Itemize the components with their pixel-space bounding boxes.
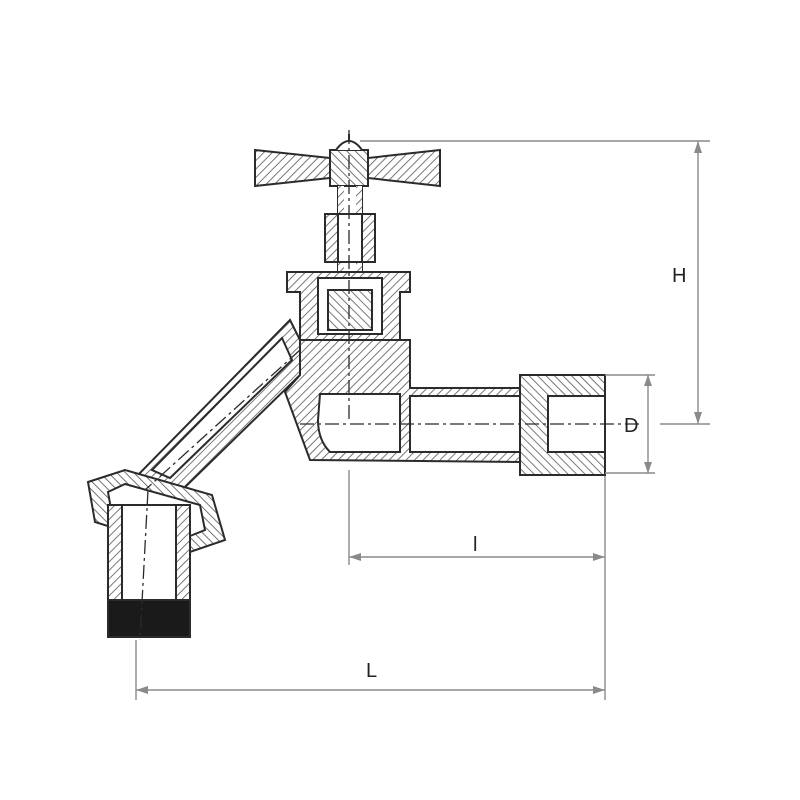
- dimension-lines: [135, 140, 710, 700]
- gland-nut: [324, 213, 376, 263]
- handwheel: [254, 134, 441, 188]
- dimension-arrowheads: [136, 141, 702, 694]
- inlet-arm: [133, 318, 301, 494]
- centerlines: [139, 130, 640, 641]
- hose-connector: [107, 504, 191, 638]
- dimension-label-diameter: D: [624, 415, 638, 437]
- dimension-label-length-total: L: [366, 660, 377, 682]
- dimension-label-height: H: [672, 265, 686, 287]
- valve-body: [283, 339, 606, 476]
- dimension-label-length-short: l: [473, 534, 477, 556]
